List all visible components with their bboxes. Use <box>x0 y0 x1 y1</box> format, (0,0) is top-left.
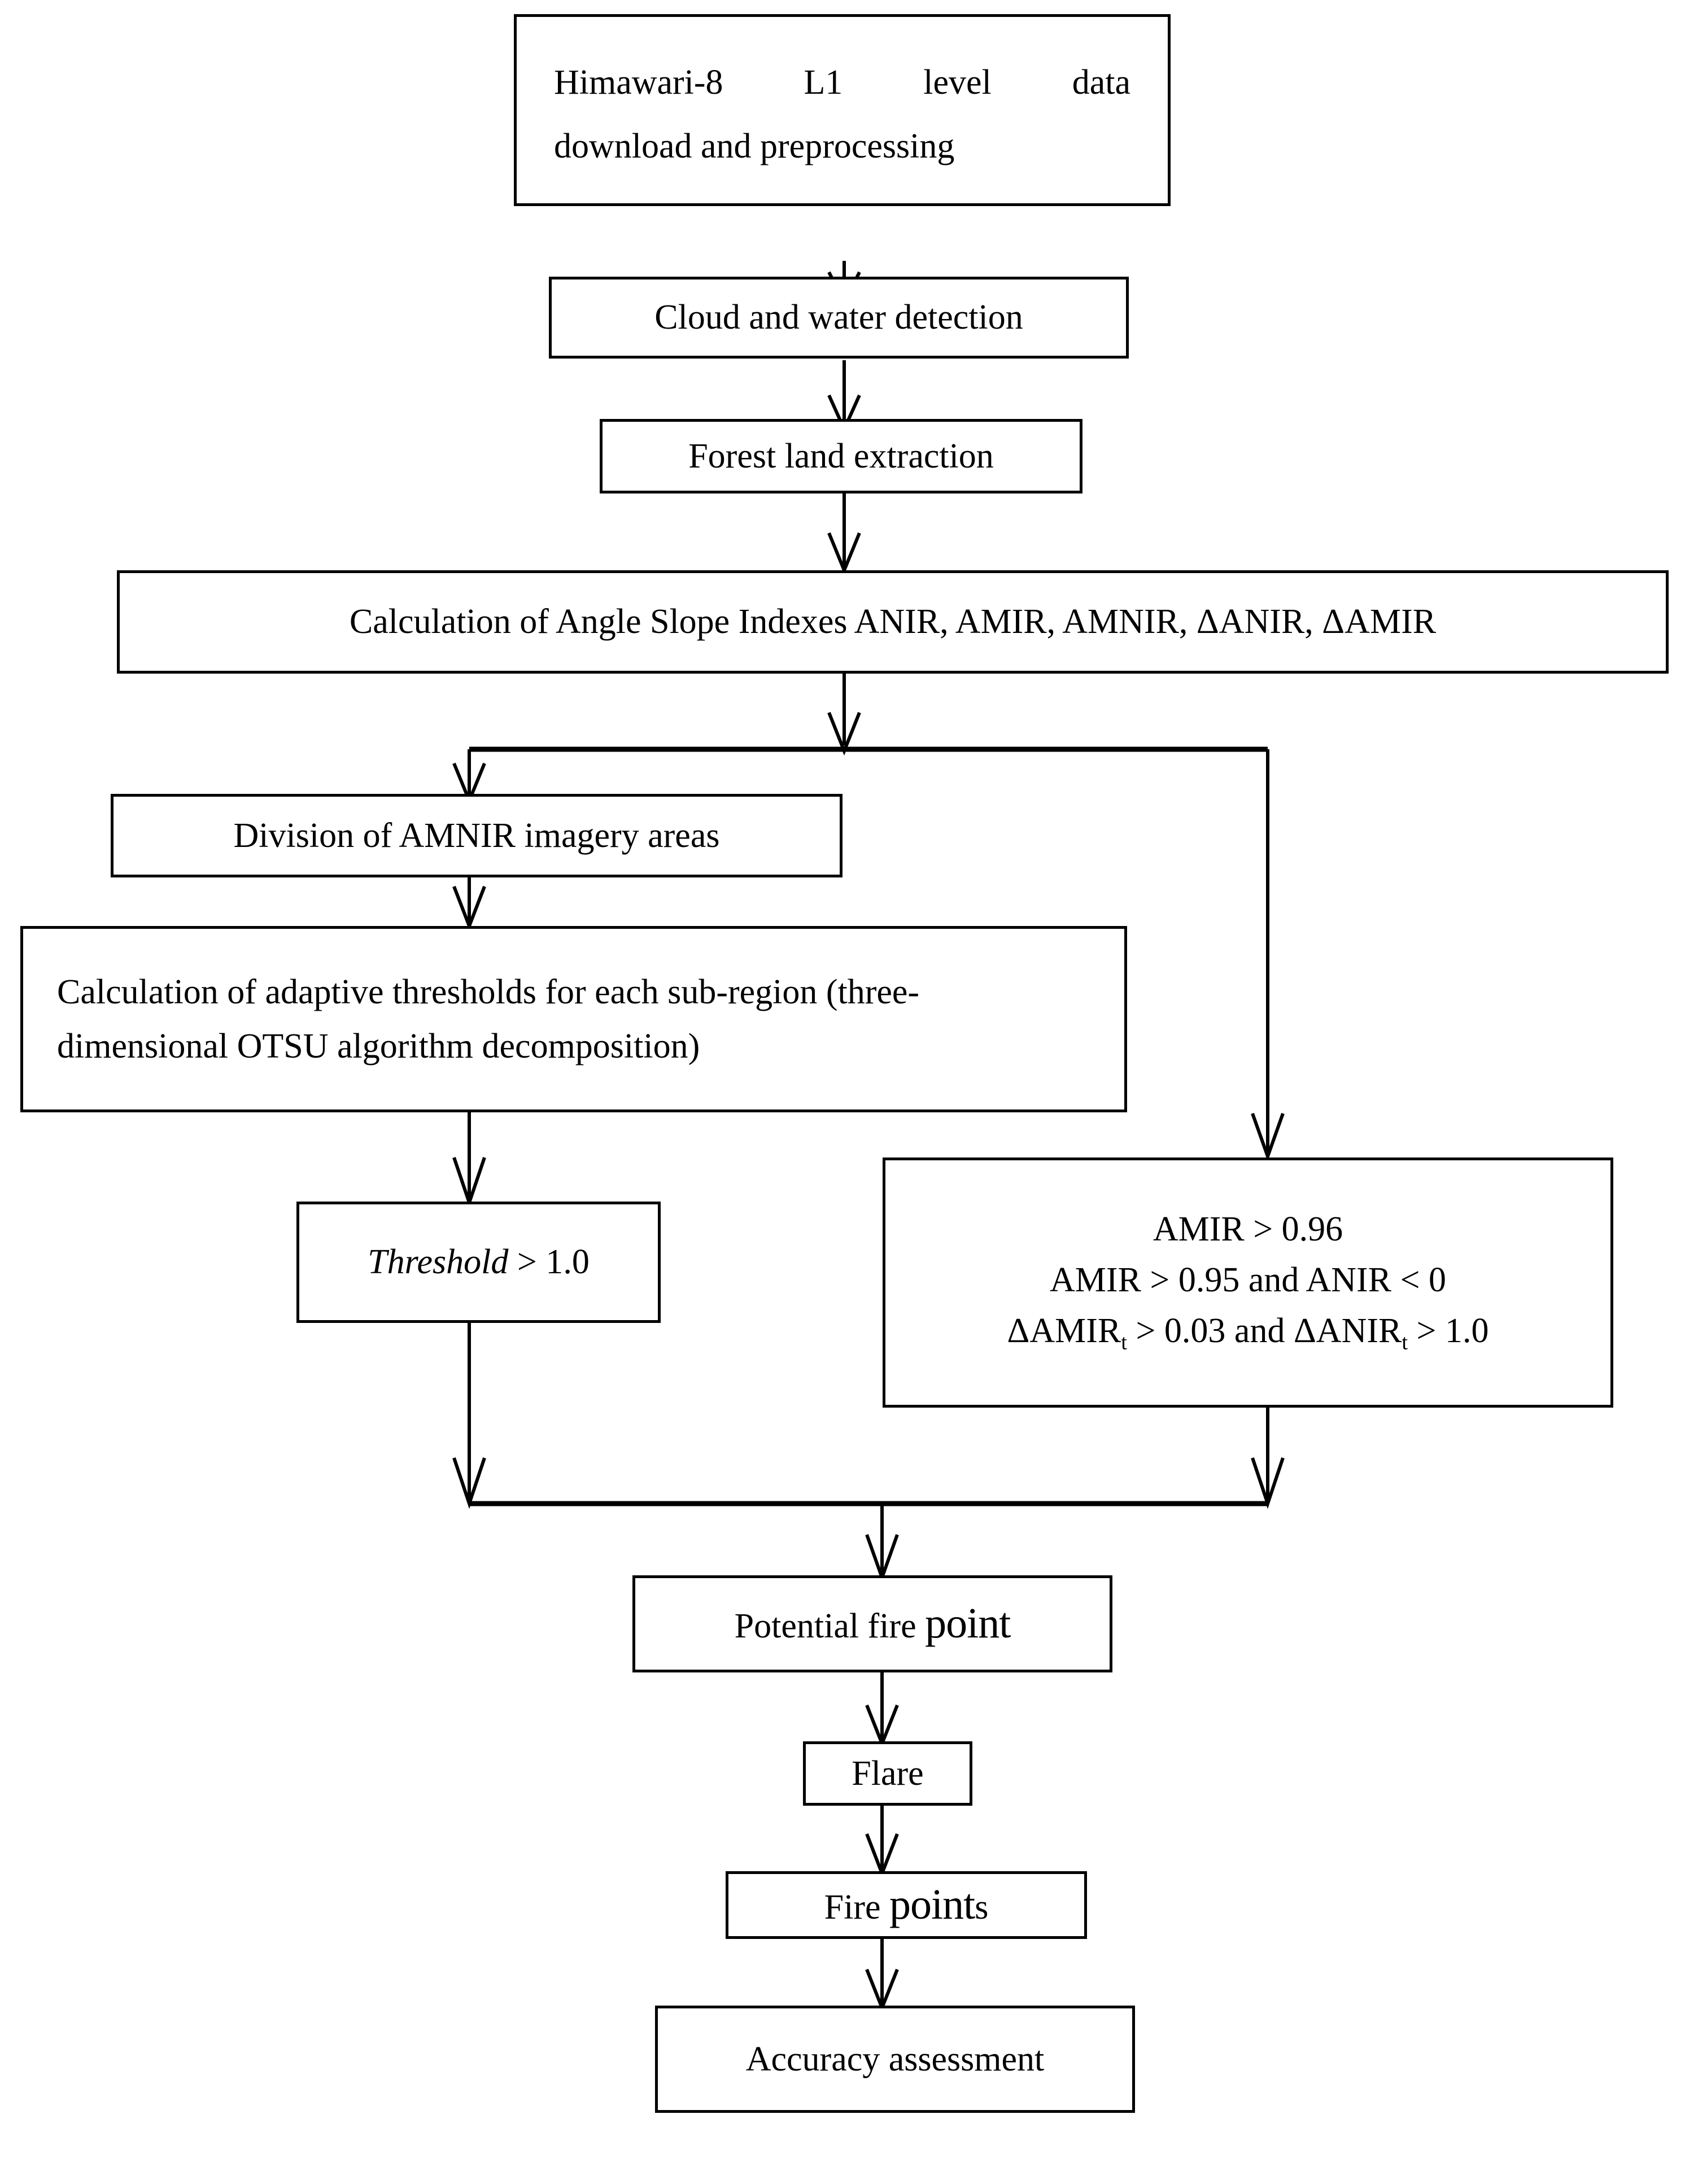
edge-splitbar-to-division <box>452 749 486 805</box>
edge-division-to-adaptive <box>452 876 486 931</box>
node-fire-points-emphasis: point <box>889 1881 975 1929</box>
node-accuracy-assessment-label: Accuracy assessment <box>745 2039 1045 2078</box>
node-angle-slope-indexes-label: Calculation of Angle Slope Indexes ANIR,… <box>349 602 1437 641</box>
node-cloud-water-detection-label: Cloud and water detection <box>654 298 1023 337</box>
node-fire-points: Fire points <box>726 1871 1087 1939</box>
edge-amirconditions-to-mergebar <box>1251 1406 1285 1509</box>
node-amir-conditions-danir-subscript: t <box>1402 1330 1408 1355</box>
node-potential-fire-point-label: Potential fire point <box>735 1591 1011 1657</box>
node-amir-conditions-line1: AMIR > 0.96 <box>1153 1210 1343 1249</box>
edge-splitbar-to-amirconditions <box>1251 749 1285 1161</box>
edge-flare-to-firepoints <box>865 1805 899 1879</box>
node-adaptive-thresholds: Calculation of adaptive thresholds for e… <box>20 926 1127 1112</box>
node-adaptive-thresholds-line1: Calculation of adaptive thresholds for e… <box>57 972 920 1011</box>
node-amir-conditions-line3: ΔAMIRt > 0.03 and ΔANIRt > 1.0 <box>1007 1313 1488 1353</box>
node-amir-conditions-tail: > 1.0 <box>1408 1312 1489 1351</box>
edge-mergebar-to-potentialfire <box>865 1504 899 1583</box>
node-amir-conditions-damir-subscript: t <box>1121 1330 1127 1355</box>
node-threshold-test-italic-rest: reshold <box>404 1243 509 1282</box>
node-threshold-test: Threshold > 1.0 <box>296 1202 661 1323</box>
node-data-download-line1: Himawari-8 L1 level data <box>554 63 1130 102</box>
node-cloud-water-detection: Cloud and water detection <box>549 277 1129 359</box>
node-division-amnir-areas: Division of AMNIR imagery areas <box>111 794 842 877</box>
node-amir-conditions-mid: > 0.03 and ΔANIR <box>1127 1312 1402 1351</box>
node-flare-label: Flare <box>852 1754 924 1793</box>
node-adaptive-thresholds-line2: dimensional OTSU algorithm decomposition… <box>57 1027 700 1065</box>
edge-adaptive-to-threshold <box>452 1111 486 1208</box>
node-threshold-test-label: Threshold > 1.0 <box>368 1235 590 1289</box>
edge-forest-to-angleslope <box>827 487 861 575</box>
node-fire-points-label: Fire points <box>824 1872 989 1938</box>
node-potential-fire-point-emphasis: point <box>925 1600 1011 1648</box>
node-data-download-line2: download and preprocessing <box>554 126 955 165</box>
node-threshold-test-italic-th: Th <box>368 1243 405 1282</box>
node-amir-conditions-damir: ΔAMIR <box>1007 1312 1121 1351</box>
node-division-amnir-areas-label: Division of AMNIR imagery areas <box>233 816 720 855</box>
edge-angleslope-to-splitbar <box>827 672 861 756</box>
edge-firepoints-to-accuracy <box>865 1938 899 2013</box>
node-amir-conditions-line2: AMIR > 0.95 and ANIR < 0 <box>1050 1261 1446 1300</box>
node-potential-fire-point-prefix: Potential fire <box>734 1607 926 1646</box>
node-fire-points-prefix: Fire <box>824 1888 889 1927</box>
node-threshold-test-comparison: > 1.0 <box>508 1243 590 1282</box>
node-amir-conditions: AMIR > 0.96 AMIR > 0.95 and ANIR < 0 ΔAM… <box>883 1157 1613 1408</box>
node-potential-fire-point: Potential fire point <box>632 1575 1112 1672</box>
node-angle-slope-indexes: Calculation of Angle Slope Indexes ANIR,… <box>117 570 1669 674</box>
edge-potentialfire-to-flare <box>865 1671 899 1749</box>
node-data-download: Himawari-8 L1 level data download and pr… <box>514 14 1171 206</box>
node-forest-land-extraction-label: Forest land extraction <box>688 436 994 475</box>
node-accuracy-assessment: Accuracy assessment <box>655 2006 1135 2113</box>
node-forest-land-extraction: Forest land extraction <box>600 419 1082 493</box>
edge-threshold-to-mergebar <box>452 1321 486 1509</box>
node-fire-points-suffix: s <box>975 1888 989 1927</box>
node-flare: Flare <box>803 1741 972 1806</box>
